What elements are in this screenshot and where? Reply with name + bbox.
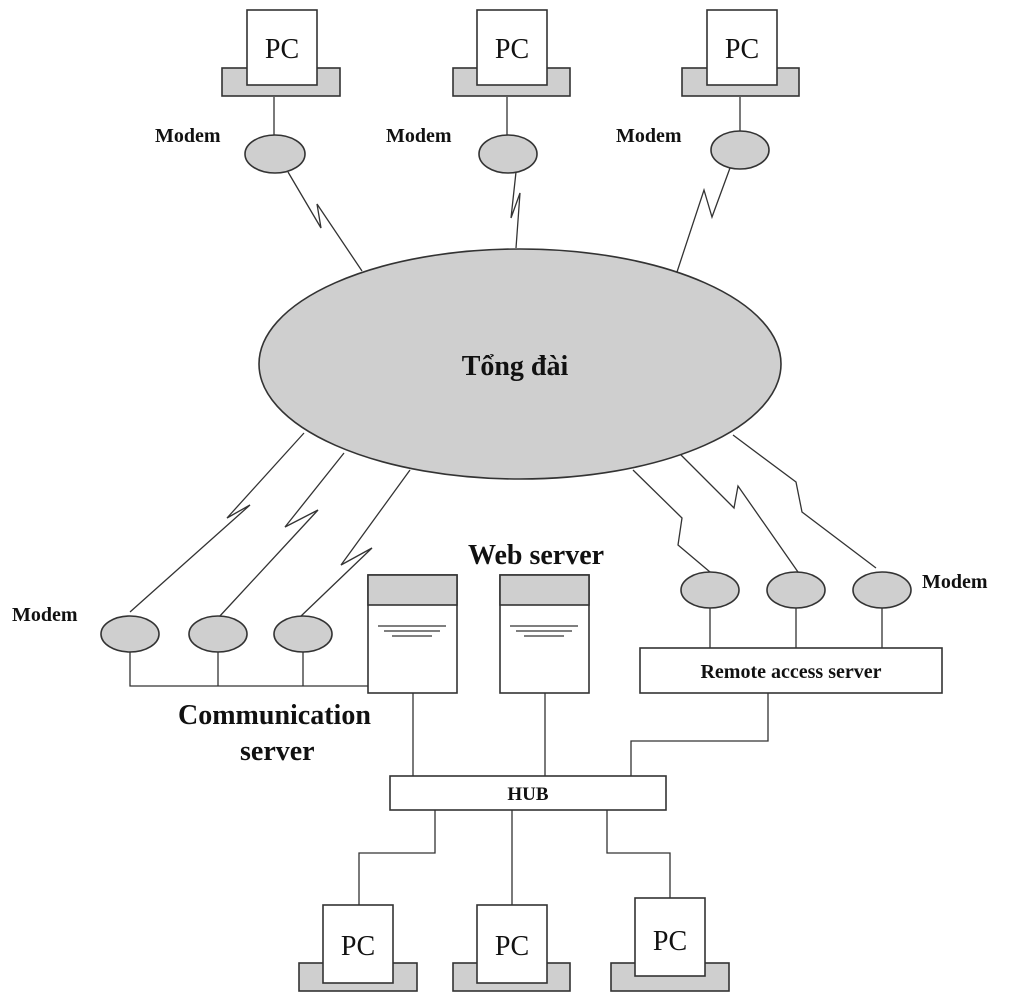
left-modem-2: [188, 615, 248, 653]
top-modem-3-label: Modem: [616, 125, 682, 147]
link-left-1: [129, 432, 305, 613]
center-switchboard-label: Tổng đài: [462, 351, 569, 382]
link-top-1: [287, 171, 363, 272]
top-pc-2-label: PC: [495, 34, 529, 65]
bottom-pc-1: PC: [298, 904, 418, 992]
bottom-pc-3: PC: [610, 897, 730, 992]
center-switchboard: [258, 248, 782, 480]
left-modem-3: [273, 615, 333, 653]
bottom-pc-2-label: PC: [495, 931, 529, 962]
communication-server-label-line1: Communication: [178, 700, 371, 731]
hub-pc3-line: [606, 810, 671, 905]
top-modem-2-label: Modem: [386, 125, 452, 147]
left-modem-bus: [129, 652, 368, 687]
left-modems-label: Modem: [12, 604, 78, 626]
link-right-2: [680, 454, 799, 573]
right-modems-label: Modem: [922, 571, 988, 593]
communication-server-label-line2: server: [240, 736, 315, 767]
top-pc-2: PC: [452, 9, 571, 97]
bottom-pc-3-label: PC: [653, 926, 687, 957]
top-modem-1-label: Modem: [155, 125, 221, 147]
link-left-3: [299, 469, 411, 618]
bottom-pc-1-label: PC: [341, 931, 375, 962]
link-right-1: [632, 469, 711, 573]
hub-label: HUB: [507, 784, 549, 805]
link-top-3: [675, 167, 731, 276]
remote-access-hub-line: [630, 693, 769, 776]
link-left-2: [218, 452, 345, 618]
right-modem-3: [852, 571, 912, 609]
link-top-2: [510, 171, 521, 249]
right-modem-1: [680, 571, 740, 609]
left-modem-1: [100, 615, 160, 653]
top-pc-1-label: PC: [265, 34, 299, 65]
top-modem-3: [710, 130, 770, 170]
top-modem-1: [244, 134, 306, 174]
right-modem-2: [766, 571, 826, 609]
bottom-pc-2: PC: [452, 904, 571, 992]
remote-access-server-label: Remote access server: [700, 661, 881, 683]
top-pc-3: PC: [681, 9, 800, 97]
top-pc-1: PC: [221, 9, 341, 97]
remote-access-server: [639, 647, 943, 694]
communication-server: [367, 574, 458, 694]
top-modem-2: [478, 134, 538, 174]
web-server-label: Web server: [468, 540, 604, 571]
link-right-3: [732, 434, 877, 569]
web-server: [499, 574, 590, 694]
hub: [389, 775, 667, 811]
hub-pc1-line: [358, 810, 436, 912]
top-pc-3-label: PC: [725, 34, 759, 65]
